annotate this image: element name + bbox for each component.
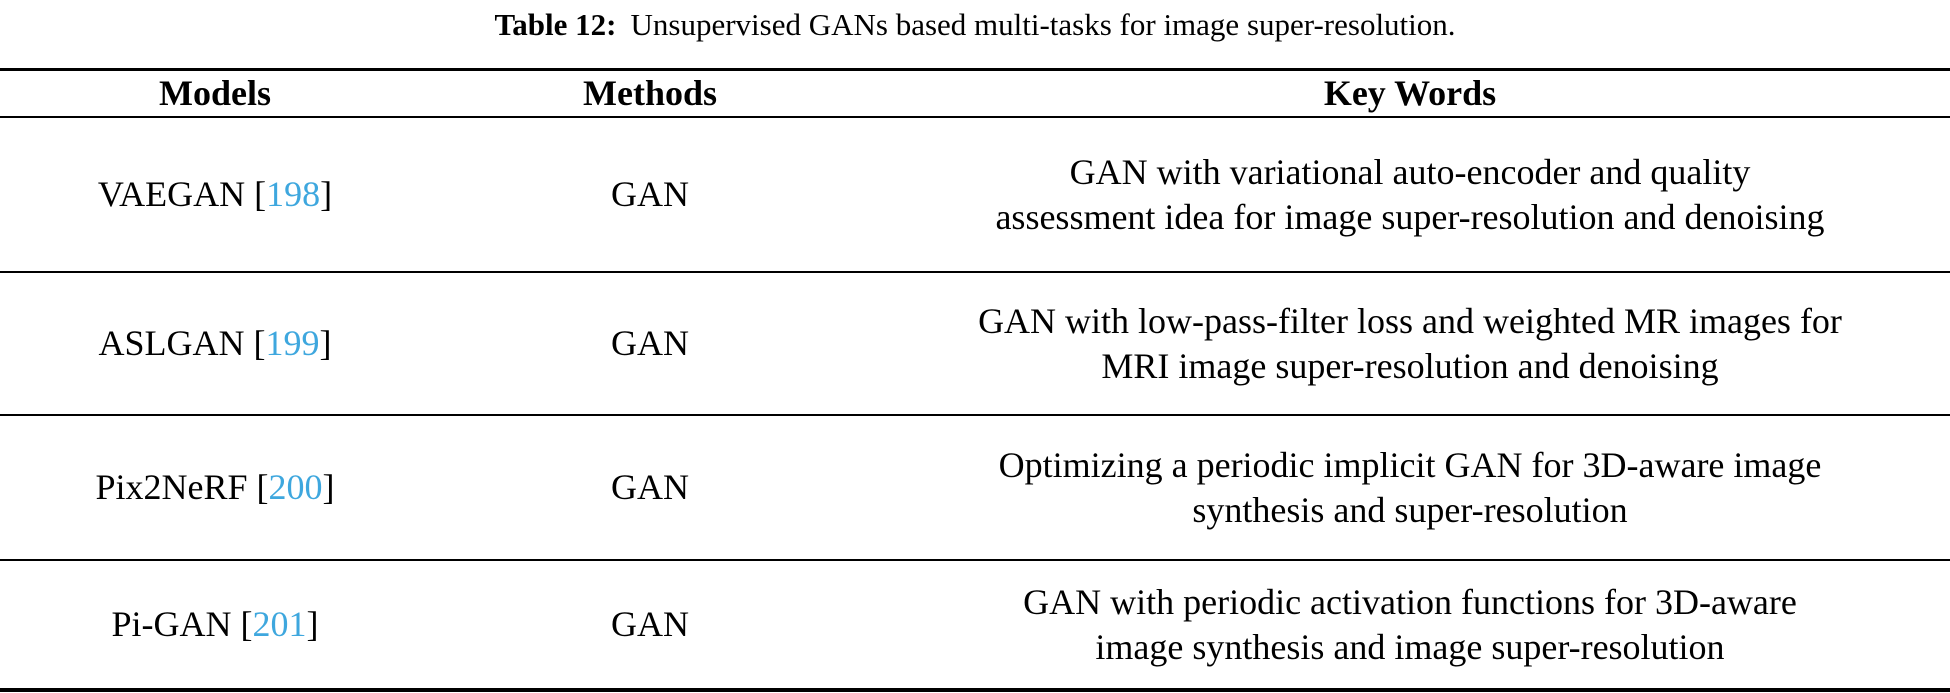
- table-caption-text: Unsupervised GANs based multi-tasks for …: [630, 7, 1456, 42]
- table-header-row: Models Methods Key Words: [0, 71, 1950, 118]
- citation-link[interactable]: 198: [266, 174, 321, 214]
- keywords-line: GAN with periodic activation functions f…: [1023, 581, 1797, 622]
- keywords-cell: GAN with variational auto-encoder and qu…: [870, 118, 1950, 271]
- keywords-line: GAN with variational auto-encoder and qu…: [1069, 151, 1751, 192]
- citation-link[interactable]: 201: [252, 604, 307, 644]
- citation-bracket-open: [: [256, 467, 269, 507]
- citation-bracket-close: ]: [322, 467, 335, 507]
- table-caption-label: Table 12:: [494, 7, 617, 42]
- column-header-keywords: Key Words: [1323, 73, 1497, 113]
- keywords-line: synthesis and super-resolution: [1192, 489, 1628, 530]
- table: Models Methods Key Words VAEGAN [198] GA…: [0, 68, 1950, 692]
- table-row: VAEGAN [198] GAN GAN with variational au…: [0, 118, 1950, 273]
- keywords-line: MRI image super-resolution and denoising: [1101, 345, 1719, 386]
- citation-bracket-open: [: [253, 323, 266, 363]
- method-cell: GAN: [611, 323, 689, 363]
- keywords-line: image synthesis and image super-resoluti…: [1095, 626, 1725, 667]
- keywords-cell: Optimizing a periodic implicit GAN for 3…: [870, 416, 1950, 559]
- model-cell: ASLGAN [199]: [0, 273, 430, 414]
- model-name: VAEGAN: [97, 174, 246, 214]
- citation-bracket-close: ]: [320, 174, 333, 214]
- method-cell: GAN: [611, 174, 689, 214]
- table-row: Pix2NeRF [200] GAN Optimizing a periodic…: [0, 416, 1950, 561]
- citation-bracket-open: [: [254, 174, 267, 214]
- model-name: ASLGAN: [98, 323, 245, 363]
- keywords-line: GAN with low-pass-filter loss and weight…: [978, 300, 1842, 341]
- citation-bracket-close: ]: [319, 323, 332, 363]
- citation-bracket-close: ]: [306, 604, 319, 644]
- model-name: Pi-GAN: [111, 604, 232, 644]
- method-cell: GAN: [611, 604, 689, 644]
- method-cell: GAN: [611, 467, 689, 507]
- table-row: Pi-GAN [201] GAN GAN with periodic activ…: [0, 561, 1950, 688]
- citation-bracket-open: [: [240, 604, 253, 644]
- column-header-methods: Methods: [583, 73, 717, 113]
- column-header-models: Models: [159, 73, 271, 113]
- keywords-cell: GAN with low-pass-filter loss and weight…: [870, 273, 1950, 414]
- table-caption: Table 12: Unsupervised GANs based multi-…: [0, 0, 1950, 68]
- keywords-line: assessment idea for image super-resoluti…: [995, 196, 1825, 237]
- model-cell: VAEGAN [198]: [0, 118, 430, 271]
- table-row: ASLGAN [199] GAN GAN with low-pass-filte…: [0, 273, 1950, 416]
- citation-link[interactable]: 199: [265, 323, 320, 363]
- keywords-line: Optimizing a periodic implicit GAN for 3…: [998, 444, 1822, 485]
- citation-link[interactable]: 200: [268, 467, 323, 507]
- model-cell: Pix2NeRF [200]: [0, 416, 430, 559]
- model-cell: Pi-GAN [201]: [0, 561, 430, 688]
- keywords-cell: GAN with periodic activation functions f…: [870, 561, 1950, 688]
- model-name: Pix2NeRF: [95, 467, 248, 507]
